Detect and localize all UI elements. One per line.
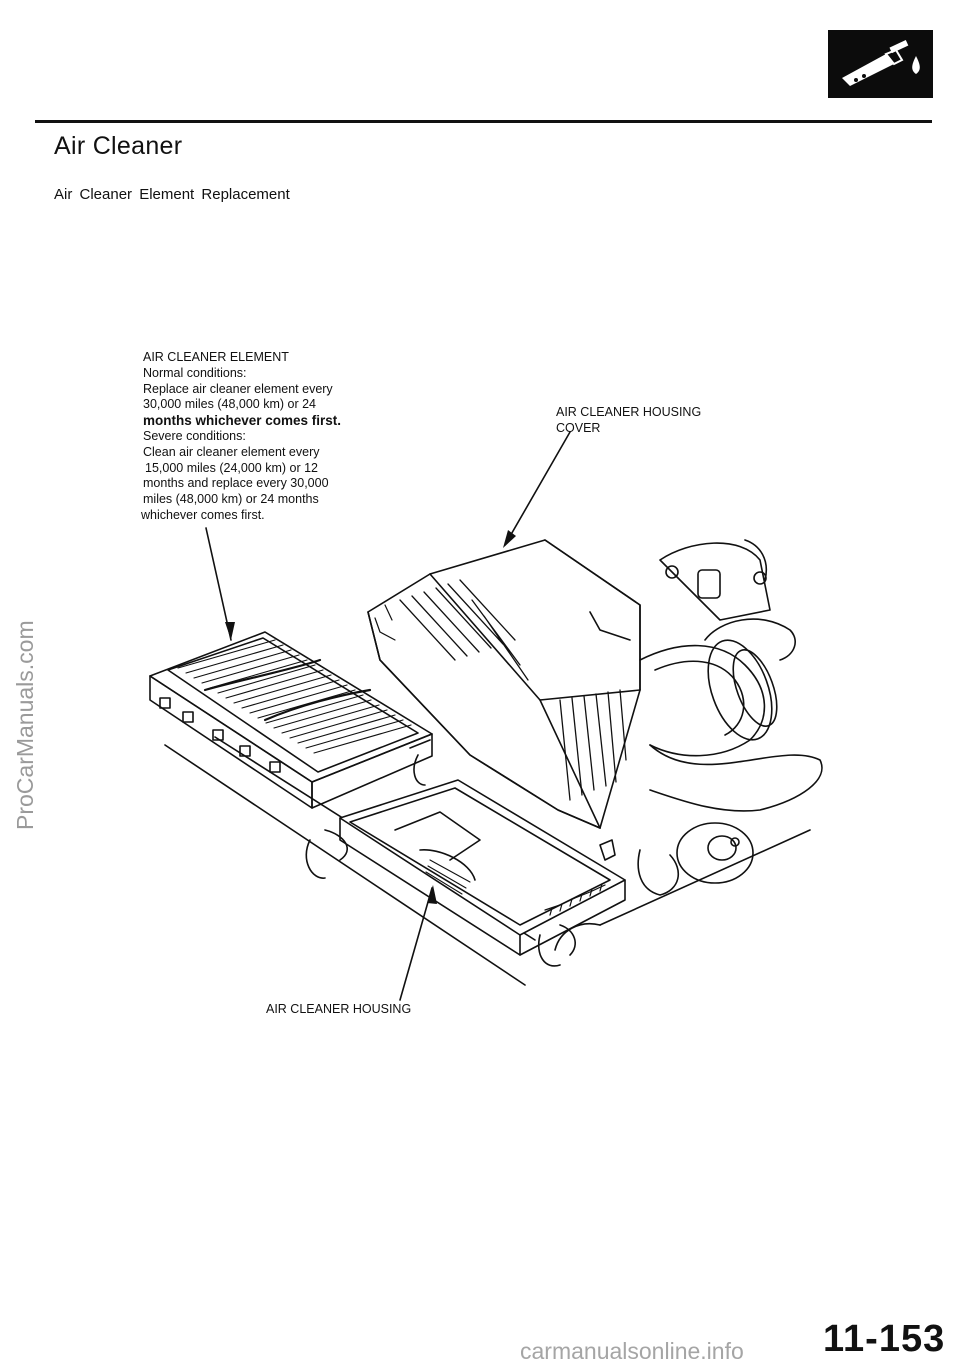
callout-text: 15,000 miles (24,000 km) or 12 [145,460,319,475]
callout-air-cleaner-element: AIR CLEANER ELEMENT Normal conditions: R… [141,350,358,524]
callout-text: months and replace every 30,000 [143,476,329,491]
callout-text: Severe conditions: [143,428,246,443]
callout-label: COVER [556,420,601,435]
callout-label: AIR CLEANER HOUSING [556,405,702,419]
cover-leader-line [504,431,571,546]
air-cleaner-housing [305,739,626,967]
callout-text: whichever comes first. [141,507,265,522]
callout-text: miles (48,000 km) or 24 months [143,492,319,507]
air-cleaner-element [149,631,433,809]
callout-text: 30,000 miles (48,000 km) or 24 [143,397,317,412]
callout-text: Normal conditions: [143,365,247,380]
callout-housing-cover: AIR CLEANER HOUSING COVER [556,405,726,437]
housing-leader-line [399,887,433,1001]
element-leader-line [205,527,232,641]
air-cleaner-housing-cover [367,539,641,829]
page-title: Air Cleaner [54,132,183,160]
header-rule [35,120,932,123]
watermark-left: ProCarManuals.com [12,620,38,830]
callout-housing: AIR CLEANER HOUSING [266,1002,412,1016]
page-number: 11-153 [823,1318,946,1360]
bay-line [164,744,526,986]
intake-duct [637,539,823,896]
watermark-bottom: carmanualsonline.info [520,1338,744,1364]
section-subtitle: Air Cleaner Element Replacement [54,186,290,203]
callout-label: AIR CLEANER ELEMENT [143,350,289,364]
callout-text: months whichever comes first. [143,413,342,429]
callout-text: Clean air cleaner element every [143,444,320,459]
callout-text: Replace air cleaner element every [143,381,333,396]
fuel-nozzle-icon [828,30,933,98]
